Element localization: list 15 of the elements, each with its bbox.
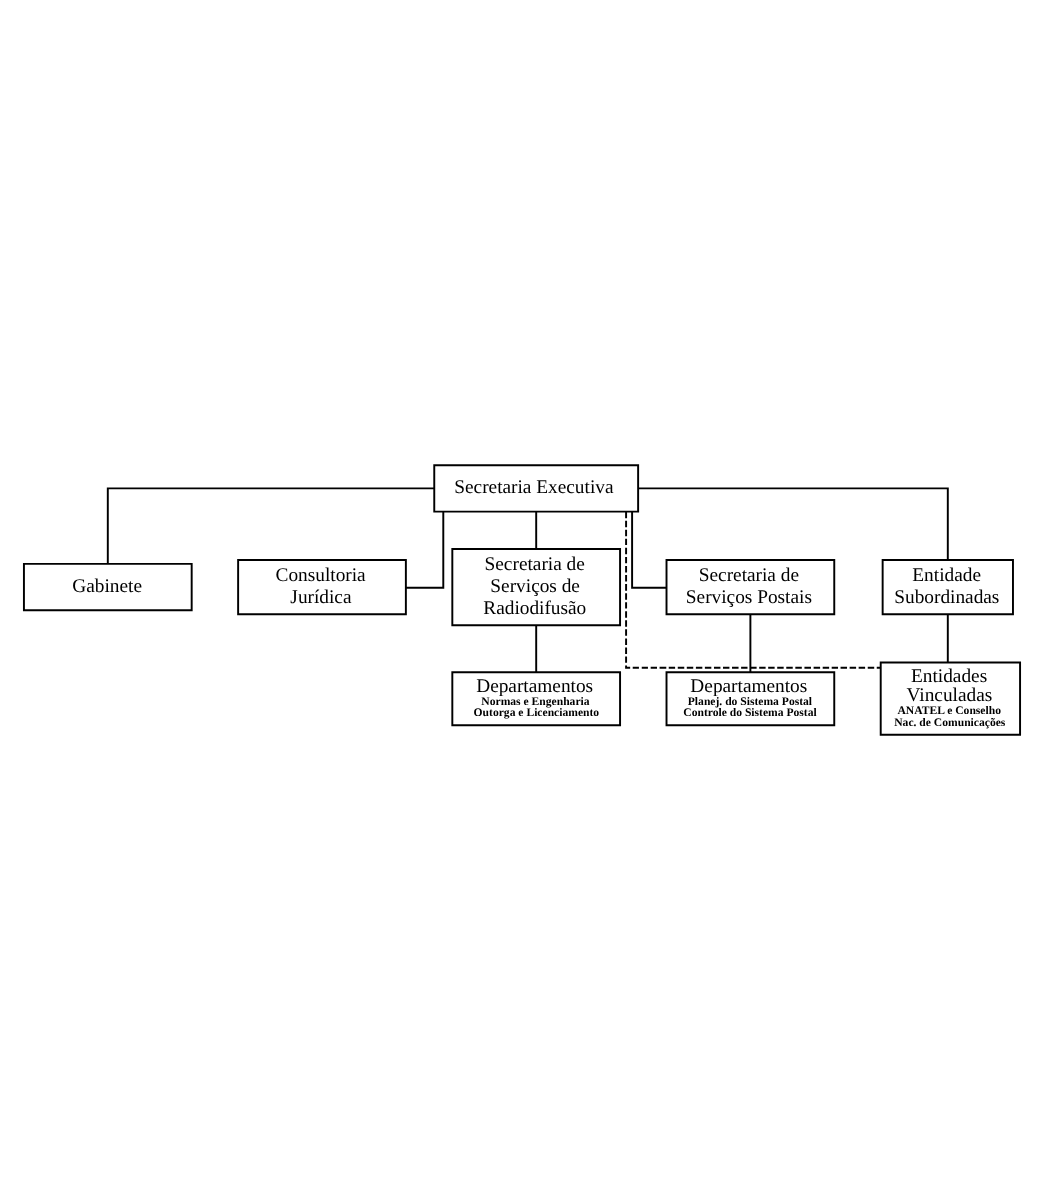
connector xyxy=(535,510,538,550)
connector xyxy=(404,510,445,589)
node-box: Secretaria Executiva xyxy=(433,464,640,513)
connector xyxy=(631,510,668,589)
node-box: Secretaria de Serviços Postais xyxy=(665,559,836,616)
connector xyxy=(625,510,882,669)
connector xyxy=(535,624,538,674)
connector xyxy=(637,487,949,561)
node-box: Consultoria Jurídica xyxy=(237,559,407,616)
node-box: Entidade Subordinadas xyxy=(881,559,1014,616)
connector xyxy=(749,613,752,674)
connector xyxy=(106,487,436,565)
node-box: Gabinete xyxy=(22,562,193,612)
connector xyxy=(946,613,949,664)
node-box: Secretaria de Serviços de Radiodifusão xyxy=(451,548,622,627)
